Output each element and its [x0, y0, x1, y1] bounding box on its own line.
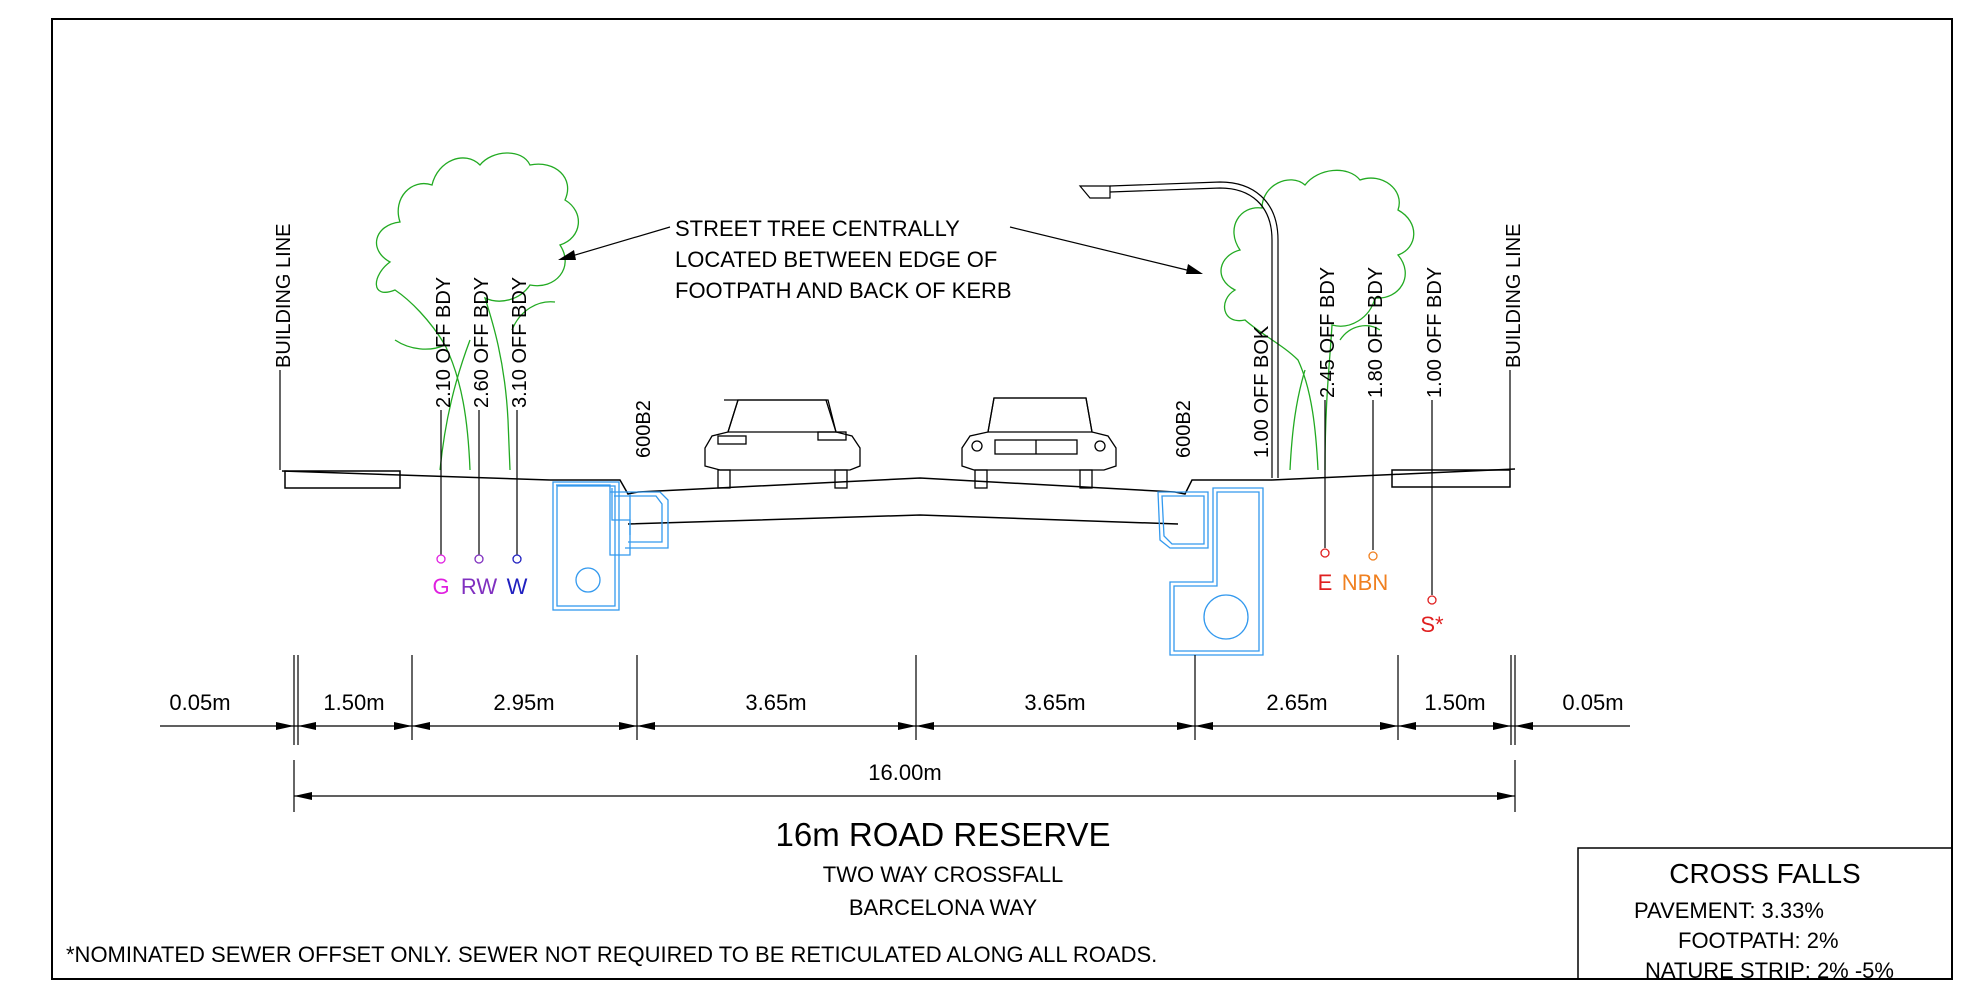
total-dim: 16.00m [868, 760, 941, 785]
dim-7: 0.05m [1562, 690, 1623, 715]
service-code-rw: RW [461, 574, 497, 599]
nbn-offset-label: 1.80 OFF BDY [1365, 267, 1387, 398]
s-offset-label: 1.00 OFF BDY [1424, 267, 1446, 398]
cross-falls-footpath: FOOTPATH: 2% [1678, 928, 1839, 953]
building-line-right-label: BUILDING LINE [1503, 224, 1525, 368]
offset-leaders [279, 370, 1511, 595]
dimension-labels: 0.05m 1.50m 2.95m 3.65m 3.65m 2.65m 1.50… [169, 690, 1623, 785]
light-offset-label: 1.00 OFF BOK [1251, 325, 1273, 458]
tree-callout: STREET TREE CENTRALLY LOCATED BETWEEN ED… [558, 216, 1203, 303]
car-right [961, 397, 1117, 489]
drawing-border [51, 18, 1953, 980]
g-offset-label: 2.10 OFF BDY [433, 277, 455, 408]
dimension-arrows [276, 722, 1533, 800]
kerb-left-label: 600B2 [633, 400, 655, 458]
car-left [704, 399, 861, 489]
drawing-subtitle-2: BARCELONA WAY [849, 895, 1038, 920]
dim-6: 1.50m [1424, 690, 1485, 715]
service-code-g: G [432, 574, 449, 599]
dim-0: 0.05m [169, 690, 230, 715]
service-code-w: W [507, 574, 528, 599]
street-tree-right [1220, 169, 1415, 471]
cross-falls-pavement: PAVEMENT: 3.33% [1634, 898, 1824, 923]
cross-falls-nature-strip: NATURE STRIP: 2% -5% [1645, 958, 1894, 983]
drainage-left [552, 481, 669, 611]
service-code-s: S* [1420, 612, 1444, 637]
building-line-left-label: BUILDING LINE [273, 224, 295, 368]
road-profile [281, 468, 1516, 525]
footnote: *NOMINATED SEWER OFFSET ONLY. SEWER NOT … [66, 942, 1157, 967]
service-code-e: E [1318, 570, 1333, 595]
rw-offset-label: 2.60 OFF BDY [471, 277, 493, 408]
dimension-lines [160, 655, 1630, 812]
callout-line-3: FOOTPATH AND BACK OF KERB [675, 278, 1012, 303]
service-codes: G RW W E NBN S* [432, 570, 1444, 637]
e-offset-label: 2.45 OFF BDY [1317, 267, 1339, 398]
drawing-title: 16m ROAD RESERVE [776, 816, 1111, 853]
dim-2: 2.95m [493, 690, 554, 715]
dim-5: 2.65m [1266, 690, 1327, 715]
service-code-nbn: NBN [1342, 570, 1388, 595]
cross-falls-box: CROSS FALLS PAVEMENT: 3.33% FOOTPATH: 2%… [1577, 847, 1952, 983]
vertical-labels: BUILDING LINE BUILDING LINE 2.10 OFF BDY… [273, 224, 1525, 458]
dim-3: 3.65m [745, 690, 806, 715]
callout-line-2: LOCATED BETWEEN EDGE OF [675, 247, 997, 272]
dim-1: 1.50m [323, 690, 384, 715]
street-tree-left [375, 152, 580, 471]
drainage-right [1157, 487, 1264, 656]
w-offset-label: 3.10 OFF BDY [509, 277, 531, 408]
drawing-subtitle-1: TWO WAY CROSSFALL [823, 862, 1063, 887]
kerb-right-label: 600B2 [1173, 400, 1195, 458]
service-markers [436, 548, 1437, 605]
street-light [1078, 181, 1279, 478]
callout-line-1: STREET TREE CENTRALLY [675, 216, 960, 241]
cross-falls-heading: CROSS FALLS [1669, 858, 1860, 889]
dim-4: 3.65m [1024, 690, 1085, 715]
